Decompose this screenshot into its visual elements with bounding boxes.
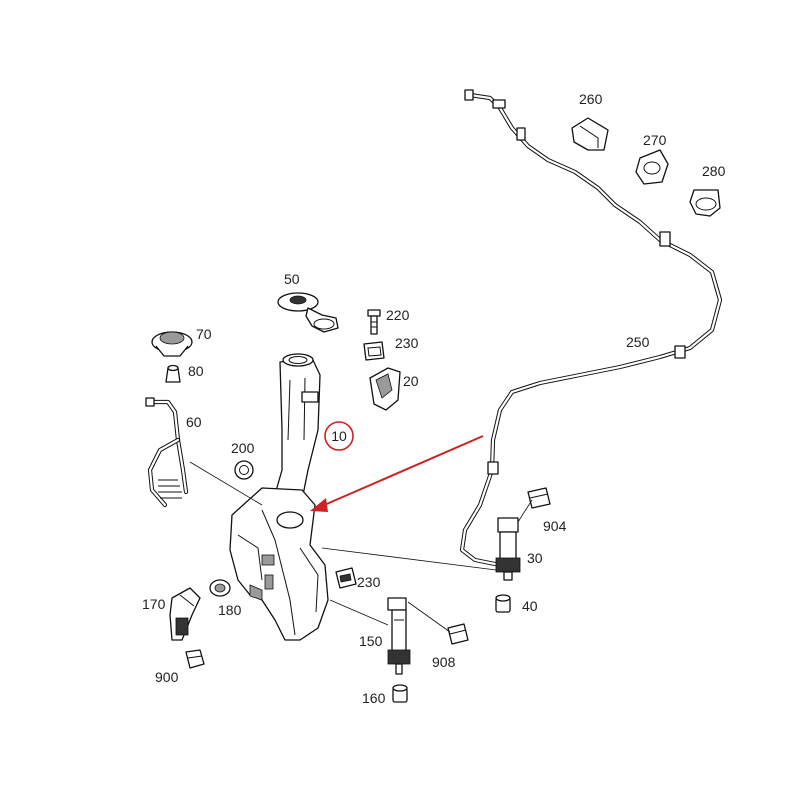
highlight-circle xyxy=(324,421,354,451)
plug-80[interactable] xyxy=(165,364,181,383)
part-label-908: 908 xyxy=(432,654,456,670)
washer-pump-150[interactable] xyxy=(387,597,411,675)
bracket-20[interactable] xyxy=(369,367,401,411)
part-label-40: 40 xyxy=(522,598,538,614)
hose-clip-270[interactable] xyxy=(635,149,669,185)
part-label-60: 60 xyxy=(186,414,202,430)
part-label-70: 70 xyxy=(196,326,212,342)
ring-clamp-280[interactable] xyxy=(689,189,721,217)
part-label-150: 150 xyxy=(359,633,383,649)
leader-lines xyxy=(189,461,533,633)
connector-908[interactable] xyxy=(447,623,469,645)
part-label-230-upper: 230 xyxy=(395,335,419,351)
part-label-170: 170 xyxy=(142,596,166,612)
grommet-40[interactable] xyxy=(495,594,511,613)
grommet-160[interactable] xyxy=(392,684,408,703)
washer-fluid-tank-10[interactable] xyxy=(229,353,329,641)
clip-bracket-260[interactable] xyxy=(571,117,609,151)
part-label-30: 30 xyxy=(527,550,543,566)
part-label-20: 20 xyxy=(403,373,419,389)
part-label-904: 904 xyxy=(543,518,567,534)
part-label-180: 180 xyxy=(218,602,242,618)
grommet-180[interactable] xyxy=(209,579,231,597)
part-label-250: 250 xyxy=(626,334,650,350)
part-label-160: 160 xyxy=(362,690,386,706)
bolt-220[interactable] xyxy=(367,309,381,335)
part-label-280: 280 xyxy=(702,163,726,179)
hose-250[interactable] xyxy=(459,89,723,568)
highlight-arrow xyxy=(310,435,484,512)
part-label-270: 270 xyxy=(643,132,667,148)
part-label-200: 200 xyxy=(231,440,255,456)
filler-cap-50[interactable] xyxy=(277,292,339,333)
connector-904[interactable] xyxy=(527,487,551,509)
part-label-230-lower: 230 xyxy=(357,574,381,590)
part-labels: 10 20 30 40 50 60 70 80 150 160 170 180 … xyxy=(142,91,726,706)
connector-900[interactable] xyxy=(185,649,205,669)
level-sensor-60[interactable] xyxy=(145,397,189,508)
clip-nut-230-upper[interactable] xyxy=(363,341,385,361)
washer-pump-30[interactable] xyxy=(495,517,521,581)
part-label-260: 260 xyxy=(579,91,603,107)
part-label-50: 50 xyxy=(284,271,300,287)
part-label-900: 900 xyxy=(155,669,179,685)
seal-ring-200[interactable] xyxy=(234,460,254,480)
sensor-170[interactable] xyxy=(169,587,201,641)
clip-230-lower[interactable] xyxy=(335,567,357,589)
grommet-70[interactable] xyxy=(151,331,193,357)
part-label-220: 220 xyxy=(386,307,410,323)
part-label-80: 80 xyxy=(188,363,204,379)
part-label-10: 10 xyxy=(331,428,347,444)
